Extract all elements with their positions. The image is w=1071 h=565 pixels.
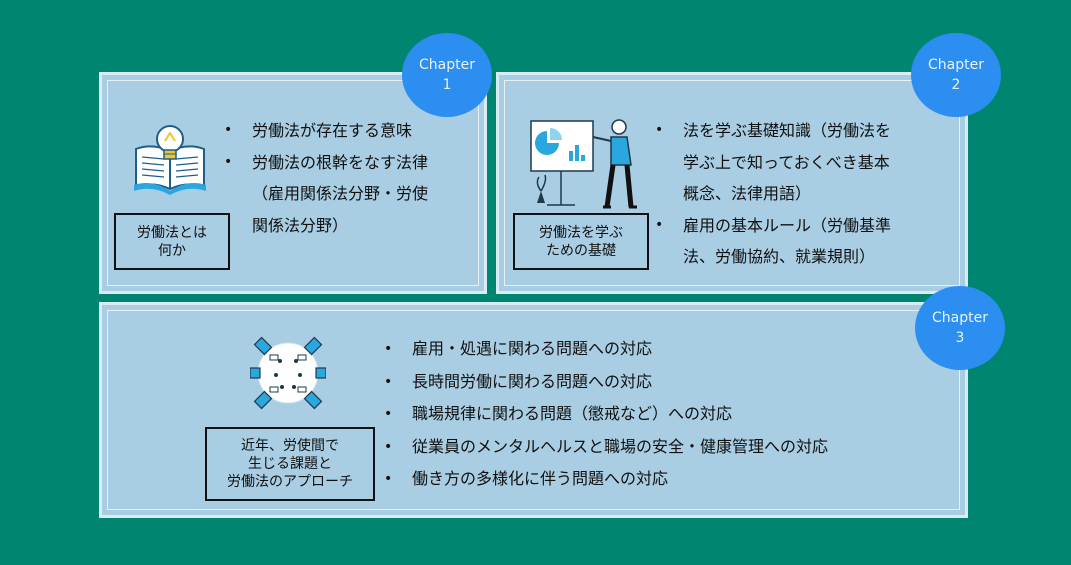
chapter2-card-border bbox=[504, 80, 960, 286]
chapter2-badge: Chapter 2 bbox=[911, 33, 1001, 117]
chapter2-label-line2: ための基礎 bbox=[546, 242, 616, 259]
chapter3-badge-num: 3 bbox=[955, 330, 965, 346]
chapter3-badge: Chapter 3 bbox=[915, 286, 1005, 370]
chapter2-card: 労働法を学ぶ ための基礎 法を学ぶ基礎知識（労働法を 学ぶ上で知っておくべき基本… bbox=[496, 72, 968, 294]
chapter1-list: 労働法が存在する意味 労働法の根幹をなす法律 （雇用関係法分野・労使 関係法分野… bbox=[224, 115, 484, 241]
chapter1-label: 労働法とは 何か bbox=[114, 213, 230, 270]
chapter2-label-line1: 労働法を学ぶ bbox=[539, 224, 623, 241]
chapter1-badge: Chapter 1 bbox=[402, 33, 492, 117]
chapter1-card-border bbox=[107, 80, 479, 286]
chapter1-item-2: 労働法の根幹をなす法律 bbox=[224, 147, 484, 179]
chapter3-item-2: 長時間労働に関わる問題への対応 bbox=[384, 366, 944, 399]
meeting-table-icon bbox=[250, 336, 326, 410]
chapter1-label-line2: 何か bbox=[158, 242, 186, 259]
chapter1-badge-word: Chapter bbox=[419, 57, 475, 73]
chapter1-item-4: 関係法分野） bbox=[252, 215, 349, 235]
chapter2-item-1c: 概念、法律用語） bbox=[683, 184, 812, 203]
chapter2-list: 法を学ぶ基礎知識（労働法を 学ぶ上で知っておくべき基本 概念、法律用語） 雇用の… bbox=[655, 115, 955, 273]
chapter3-badge-word: Chapter bbox=[932, 310, 988, 326]
chapter2-item-1b: 学ぶ上で知っておくべき基本 bbox=[683, 152, 890, 172]
chapter2-badge-num: 2 bbox=[951, 77, 961, 93]
chapter3-item-5: 働き方の多様化に伴う問題への対応 bbox=[384, 463, 944, 496]
chapter3-item-3: 職場規律に関わる問題（懲戒など）への対応 bbox=[384, 398, 944, 431]
chapter2-item-1: 法を学ぶ基礎知識（労働法を bbox=[655, 115, 955, 147]
chapter3-card: 近年、労使間で 生じる課題と 労働法のアプローチ 雇用・処遇に関わる問題への対応… bbox=[99, 302, 968, 518]
chapter3-card-border bbox=[107, 310, 960, 510]
chapter2-badge-word: Chapter bbox=[928, 57, 984, 73]
chapter1-item-3: （雇用関係法分野・労使 bbox=[252, 184, 429, 203]
presenter-whiteboard-icon bbox=[530, 119, 637, 209]
chapter3-list: 雇用・処遇に関わる問題への対応 長時間労働に関わる問題への対応 職場規律に関わる… bbox=[384, 333, 944, 496]
chapter3-item-1: 雇用・処遇に関わる問題への対応 bbox=[384, 333, 944, 366]
chapter2-label: 労働法を学ぶ ための基礎 bbox=[513, 213, 649, 270]
chapter1-item-1: 労働法が存在する意味 bbox=[224, 115, 484, 147]
chapter3-label-line3: 労働法のアプローチ bbox=[227, 474, 353, 490]
book-lightbulb-icon bbox=[134, 125, 206, 195]
chapter1-badge-num: 1 bbox=[442, 77, 452, 93]
chapter2-item-2b: 法、労働協約、就業規則） bbox=[683, 247, 876, 266]
chapter2-item-2: 雇用の基本ルール（労働基準 bbox=[655, 210, 955, 242]
chapter3-item-4: 従業員のメンタルヘルスと職場の安全・健康管理への対応 bbox=[384, 431, 944, 464]
chapter1-label-line1: 労働法とは bbox=[137, 224, 207, 241]
chapter3-label: 近年、労使間で 生じる課題と 労働法のアプローチ bbox=[205, 427, 375, 501]
chapter3-label-line1: 近年、労使間で bbox=[241, 438, 339, 454]
chapter3-label-line2: 生じる課題と bbox=[248, 456, 332, 472]
